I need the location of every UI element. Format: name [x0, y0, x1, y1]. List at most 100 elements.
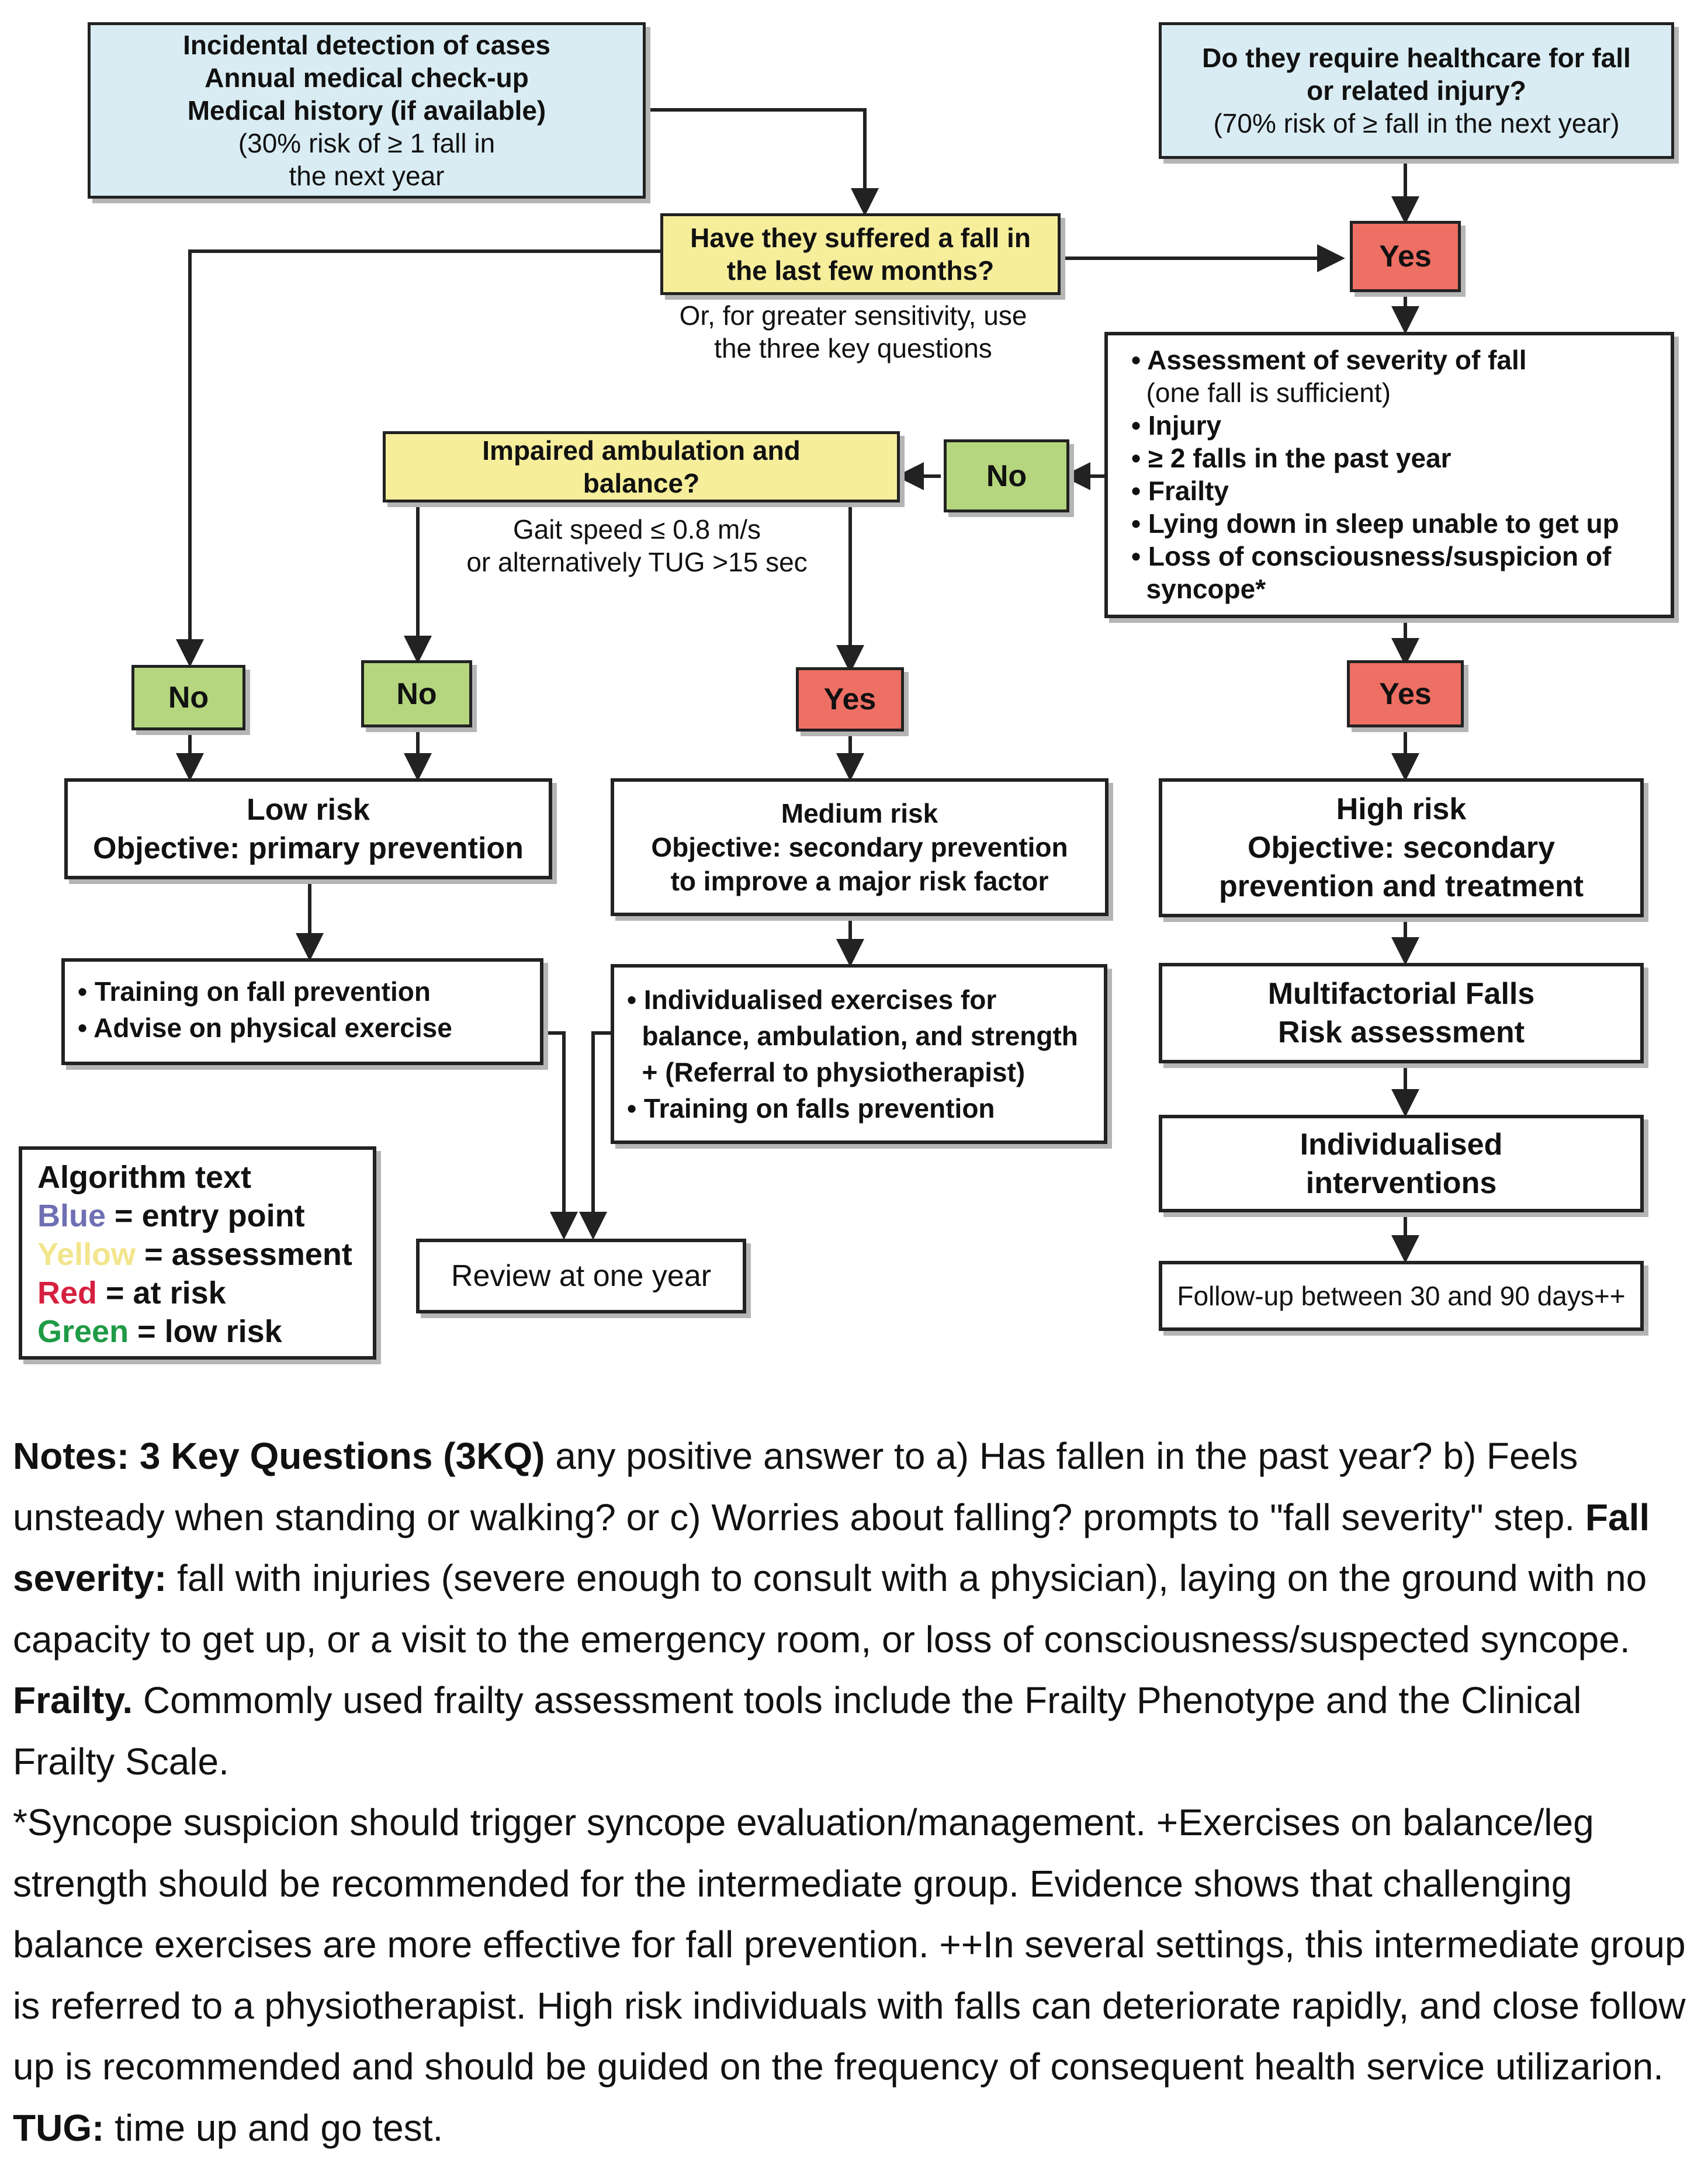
arrow-entry-to-fall-question — [646, 108, 879, 216]
medium-risk-line-1: Medium risk — [781, 798, 938, 828]
severity-item-1: • Assessment of severity of fall — [1131, 345, 1527, 375]
low-action-1: • Training on fall prevention — [78, 976, 431, 1007]
legend-row-green: Green = low risk — [37, 1312, 373, 1351]
fall-question-line-2: the last few months? — [726, 255, 995, 286]
review-label: Review at one year — [451, 1259, 712, 1293]
medium-action-2: balance, ambulation, and strength — [627, 1021, 1078, 1051]
no-left1-label: No — [168, 681, 209, 715]
medium-risk-line-3: to improve a major risk factor — [670, 866, 1049, 896]
legend-key-blue: Blue — [37, 1198, 106, 1233]
yes-mid-label: Yes — [823, 682, 877, 716]
fall-question-note-line-1: Or, for greater sensitivity, use — [679, 300, 1027, 331]
high-risk-line-2: Objective: secondary — [1248, 831, 1555, 865]
arrow-low-actions-to-review — [543, 1031, 578, 1240]
yes-right-label: Yes — [1379, 677, 1432, 711]
severity-item-6: • Lying down in sleep unable to get up — [1131, 508, 1619, 539]
notes-fall-severity-heading: Fall severity: — [13, 1496, 1650, 1600]
legend-row-red: Red = at risk — [37, 1274, 373, 1312]
individualised-line-1: Individualised — [1300, 1127, 1503, 1162]
severity-item-5: • Frailty — [1131, 476, 1229, 506]
notes-section: Notes: 3 Key Questions (3KQ) any positiv… — [13, 1426, 1690, 2158]
severity-assessment-box: • Assessment of severity of fall (one fa… — [1104, 332, 1674, 618]
medium-action-1: • Individualised exercises for — [627, 984, 997, 1015]
notes-syncope-text: *Syncope suspicion should trigger syncop… — [13, 1801, 1686, 2088]
medium-action-4: • Training on falls prevention — [627, 1093, 995, 1124]
entry-right-line-2: or related injury? — [1307, 75, 1526, 106]
notes-paragraph-2: *Syncope suspicion should trigger syncop… — [13, 1792, 1690, 2158]
fall-question-note: Or, for greater sensitivity, use the thr… — [643, 299, 1063, 365]
low-risk-line-2: Objective: primary prevention — [93, 831, 524, 865]
notes-tug-heading: TUG: — [13, 2106, 105, 2149]
entry-right-line-1: Do they require healthcare for fall — [1202, 43, 1631, 73]
notes-tug-text: time up and go test. — [104, 2106, 444, 2149]
medium-action-3: + (Referral to physiotherapist) — [627, 1057, 1026, 1087]
entry-left-line-5: the next year — [289, 161, 445, 191]
legend-title: Algorithm text — [37, 1160, 252, 1195]
no-mid-label: No — [986, 459, 1027, 493]
notes-3kq-heading: Notes: 3 Key Questions (3KQ) — [13, 1435, 545, 1477]
entry-right-line-3: (70% risk of ≥ fall in the next year) — [1213, 108, 1620, 138]
legend-row-yellow: Yellow = assessment — [37, 1235, 373, 1274]
entry-left-line-4: (30% risk of ≥ 1 fall in — [238, 128, 496, 158]
legend-text-yellow: = assessment — [136, 1237, 352, 1272]
ambulation-line-1: Impaired ambulation and — [482, 435, 801, 466]
notes-paragraph-1: Notes: 3 Key Questions (3KQ) any positiv… — [13, 1426, 1690, 1792]
no-left2-label: No — [396, 677, 437, 711]
notes-fall-severity-text: fall with injuries (severe enough to con… — [13, 1557, 1647, 1660]
yes-node-medium: Yes — [796, 667, 904, 732]
severity-item-8: syncope* — [1131, 574, 1266, 604]
high-risk-box: High risk Objective: secondary preventio… — [1159, 778, 1644, 917]
low-risk-box: Low risk Objective: primary prevention — [64, 778, 552, 879]
connector-layer — [176, 108, 1419, 1263]
low-action-2: • Advise on physical exercise — [78, 1013, 452, 1043]
question-fall-last-months: Have they suffered a fall in the last fe… — [660, 213, 1061, 295]
legend-key-yellow: Yellow — [37, 1237, 136, 1272]
legend-text-red: = at risk — [97, 1275, 226, 1311]
no-node-ambulation: No — [361, 660, 472, 727]
multifactorial-assessment-box: Multifactorial Falls Risk assessment — [1159, 963, 1644, 1063]
severity-item-2: (one fall is sufficient) — [1131, 377, 1391, 408]
legend-key-green: Green — [37, 1314, 129, 1349]
low-risk-line-1: Low risk — [247, 792, 370, 827]
medium-risk-box: Medium risk Objective: secondary prevent… — [611, 778, 1108, 916]
medium-risk-actions-box: • Individualised exercises for balance, … — [611, 964, 1107, 1144]
severity-item-7: • Loss of consciousness/suspicion of — [1131, 541, 1612, 571]
legend-text-green: = low risk — [129, 1314, 282, 1349]
fall-question-note-line-2: the three key questions — [714, 333, 992, 363]
question-ambulation-balance: Impaired ambulation and balance? — [383, 431, 900, 502]
arrow-fall-question-to-no-left — [176, 249, 660, 667]
review-one-year-box: Review at one year — [416, 1239, 746, 1313]
severity-item-4: • ≥ 2 falls in the past year — [1131, 443, 1451, 473]
low-risk-actions-box: • Training on fall prevention • Advise o… — [61, 958, 543, 1065]
ambulation-note: Gait speed ≤ 0.8 m/s or alternatively TU… — [409, 513, 865, 578]
entry-left-line-3: Medical history (if available) — [187, 95, 546, 126]
notes-frailty-text: Commomly used frailty assessment tools i… — [13, 1679, 1582, 1783]
no-node-left: No — [131, 665, 245, 730]
fall-question-line-1: Have they suffered a fall in — [690, 223, 1031, 253]
individualised-interventions-box: Individualised interventions — [1159, 1115, 1644, 1212]
high-risk-line-3: prevention and treatment — [1218, 869, 1584, 903]
yes-top-label: Yes — [1379, 240, 1432, 273]
multifactorial-line-1: Multifactorial Falls — [1267, 977, 1535, 1011]
yes-node-high: Yes — [1347, 660, 1464, 727]
entry-left-line-1: Incidental detection of cases — [183, 30, 550, 60]
ambulation-line-2: balance? — [583, 468, 700, 498]
notes-3kq-text: any positive answer to a) Has fallen in … — [13, 1435, 1585, 1538]
severity-item-3: • Injury — [1131, 410, 1222, 441]
legend-box: Algorithm text Blue = entry point Yellow… — [19, 1146, 376, 1360]
legend-key-red: Red — [37, 1275, 98, 1311]
notes-frailty-heading: Frailty. — [13, 1679, 133, 1721]
arrow-medium-actions-to-review — [579, 1031, 611, 1240]
entry-left-line-2: Annual medical check-up — [205, 63, 529, 93]
ambulation-note-line-2: or alternatively TUG >15 sec — [466, 547, 808, 577]
multifactorial-line-2: Risk assessment — [1277, 1015, 1525, 1049]
individualised-line-2: interventions — [1305, 1166, 1497, 1200]
no-node-middle: No — [944, 439, 1069, 512]
high-risk-line-1: High risk — [1336, 792, 1467, 826]
legend-row-blue: Blue = entry point — [37, 1197, 373, 1235]
medium-risk-line-2: Objective: secondary prevention — [651, 832, 1068, 862]
followup-box: Follow-up between 30 and 90 days++ — [1159, 1261, 1644, 1331]
entry-healthcare-for-fall: Do they require healthcare for fall or r… — [1159, 22, 1674, 159]
entry-incidental-detection: Incidental detection of cases Annual med… — [88, 22, 646, 199]
ambulation-note-line-1: Gait speed ≤ 0.8 m/s — [512, 514, 761, 545]
